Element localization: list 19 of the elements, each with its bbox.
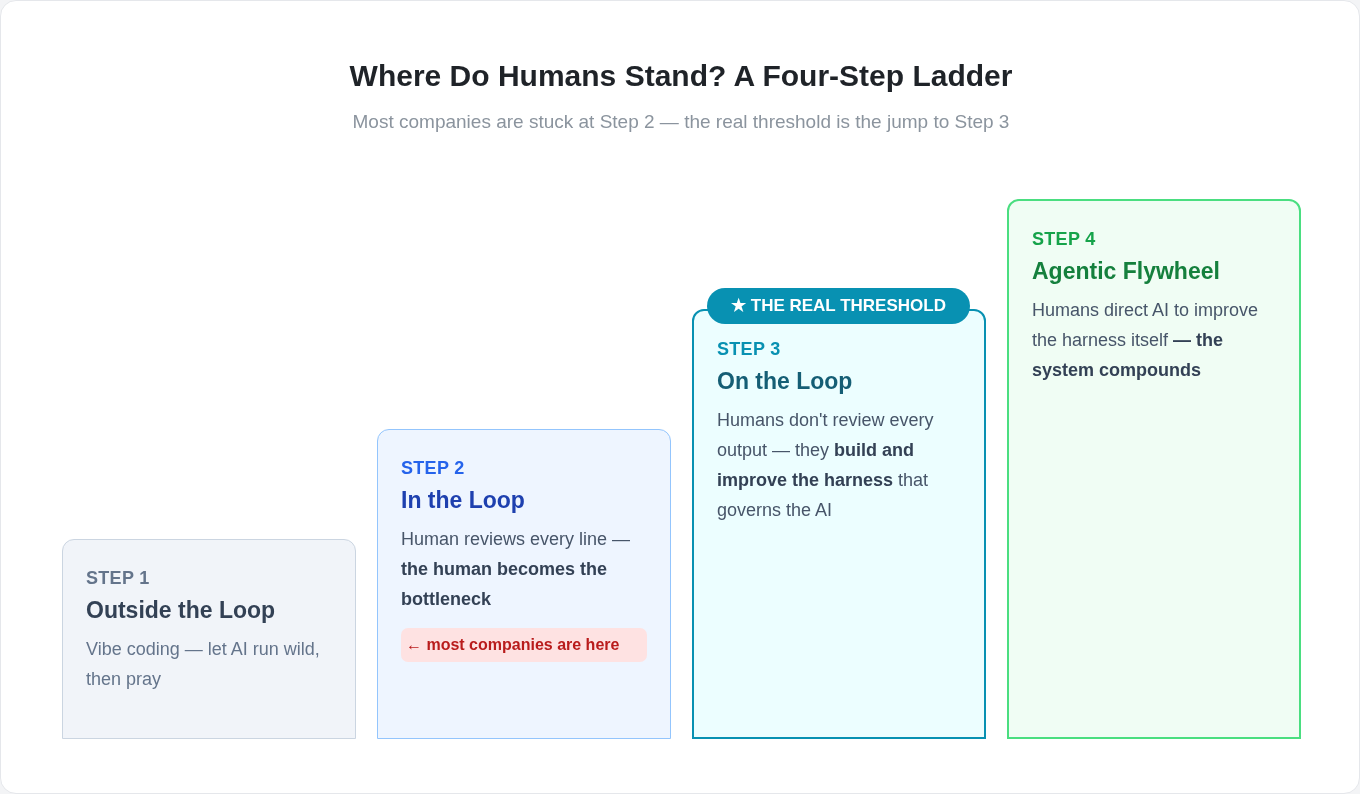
step-number: STEP 2 <box>401 458 465 479</box>
step-number: STEP 4 <box>1032 229 1096 250</box>
subtitle: Most companies are stuck at Step 2 — the real threshold is the jump to Step 3 <box>352 111 1010 133</box>
step-card <box>62 539 356 739</box>
step-card <box>1007 199 1301 739</box>
step-title: In the Loop <box>401 487 525 514</box>
step-description: Human reviews every line — the human becomes the bottleneck <box>401 528 632 611</box>
threshold-badge: ★ THE REAL THRESHOLD <box>707 288 970 324</box>
step-number: STEP 3 <box>717 339 781 360</box>
diagram-title: Where Do Humans Stand? A Four-Step Ladder <box>348 59 1014 93</box>
step-card <box>377 429 671 739</box>
highlight-tag: ← most companies are here <box>401 628 647 662</box>
step-title: Agentic Flywheel <box>1032 258 1220 285</box>
step-title: Outside the Loop <box>86 597 276 624</box>
step-description: Humans direct AI to improve the harness itself — the system compounds <box>1032 299 1260 382</box>
step-description: Vibe coding — let AI run wild, then pray <box>86 638 321 691</box>
step-description: Humans don't review every output — they build and improve the harness that governs the AI <box>717 409 935 522</box>
step-title: On the Loop <box>717 368 853 395</box>
step-number: STEP 1 <box>86 568 150 589</box>
